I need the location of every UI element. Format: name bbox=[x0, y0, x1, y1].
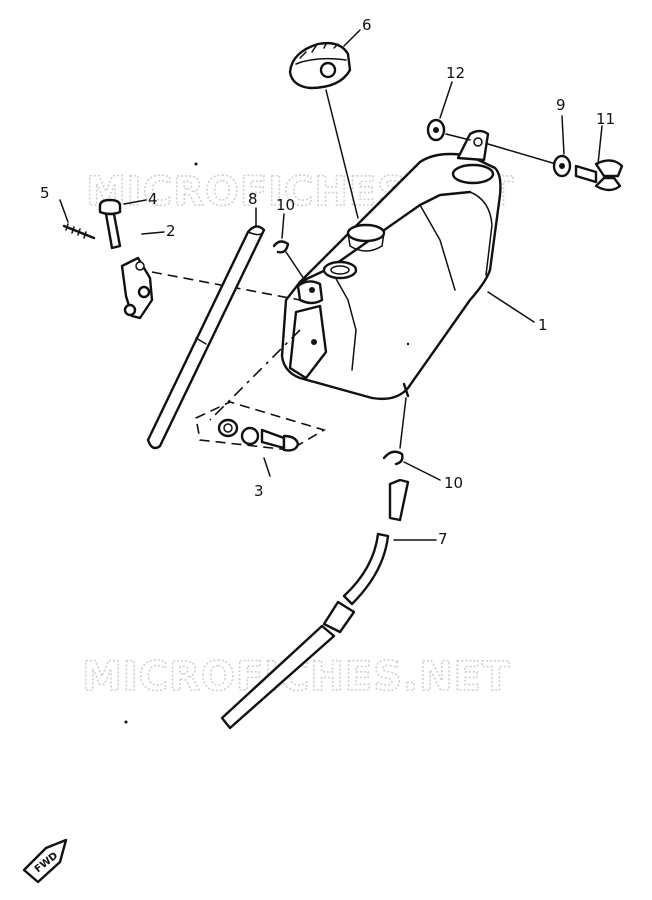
breather-hose bbox=[146, 225, 266, 450]
callout-11: 11 bbox=[596, 110, 615, 128]
hose-clip-lower bbox=[382, 450, 404, 466]
tank-bracket bbox=[120, 256, 154, 320]
wing-nut bbox=[574, 159, 624, 192]
callout-3: 3 bbox=[254, 482, 264, 500]
fuel-hose bbox=[220, 478, 410, 730]
speck bbox=[124, 720, 128, 724]
callout-10-lower: 10 bbox=[444, 474, 463, 492]
callout-6: 6 bbox=[362, 16, 372, 34]
screw bbox=[62, 223, 96, 240]
hose-clip-upper bbox=[272, 240, 290, 254]
speck bbox=[406, 342, 410, 346]
leader-lines bbox=[59, 29, 603, 541]
callout-2: 2 bbox=[166, 222, 176, 240]
washer-12 bbox=[426, 118, 446, 142]
callout-5: 5 bbox=[40, 184, 50, 202]
fuel-tank bbox=[280, 129, 502, 401]
fuel-cap bbox=[288, 41, 352, 90]
bolt bbox=[98, 198, 122, 250]
callout-10-upper: 10 bbox=[276, 196, 295, 214]
speck bbox=[194, 162, 198, 166]
callout-7: 7 bbox=[438, 530, 448, 548]
callout-8: 8 bbox=[248, 190, 258, 208]
callout-1: 1 bbox=[538, 316, 548, 334]
callout-9: 9 bbox=[556, 96, 566, 114]
callout-12: 12 bbox=[446, 64, 465, 82]
washer-9 bbox=[552, 154, 572, 178]
callout-4: 4 bbox=[148, 190, 158, 208]
fitting-kit bbox=[195, 401, 326, 452]
front-direction-marker: FWD bbox=[22, 838, 68, 884]
